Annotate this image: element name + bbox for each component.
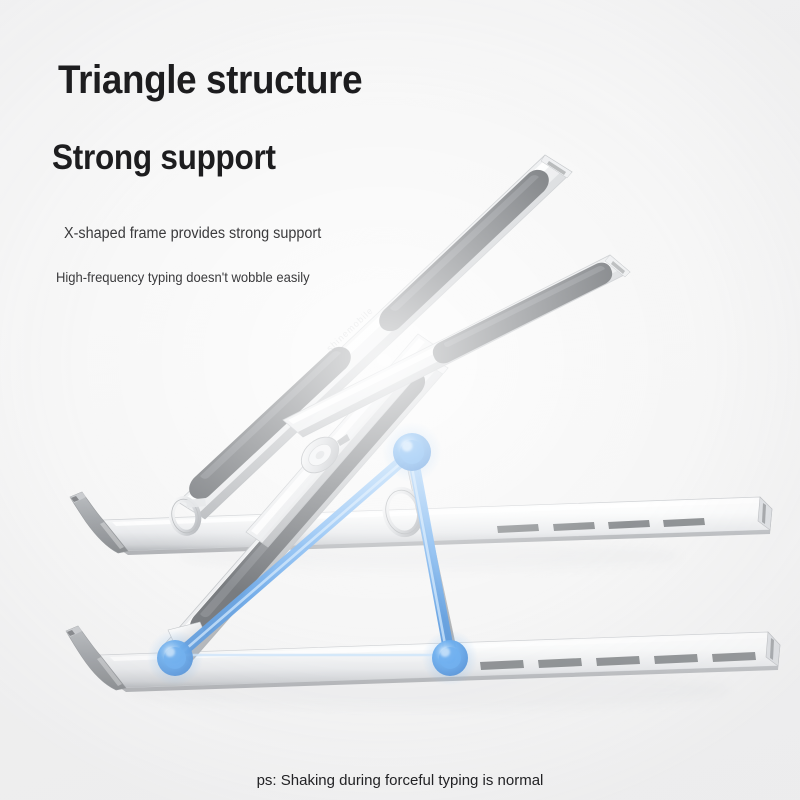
page-subtitle: Strong support bbox=[52, 138, 276, 177]
feature-bullet-1: X-shaped frame provides strong support bbox=[64, 225, 322, 242]
triangle-node-apex bbox=[393, 433, 431, 471]
triangle-node-rear-foot bbox=[432, 640, 468, 676]
page-title: Triangle structure bbox=[58, 58, 363, 102]
triangle-node-front-foot bbox=[157, 640, 193, 676]
platform-arm-rear: shinemobile bbox=[177, 154, 573, 520]
feature-bullet-2: High-frequency typing doesn't wobble eas… bbox=[56, 269, 310, 285]
footnote-caption: ps: Shaking during forceful typing is no… bbox=[256, 772, 544, 789]
